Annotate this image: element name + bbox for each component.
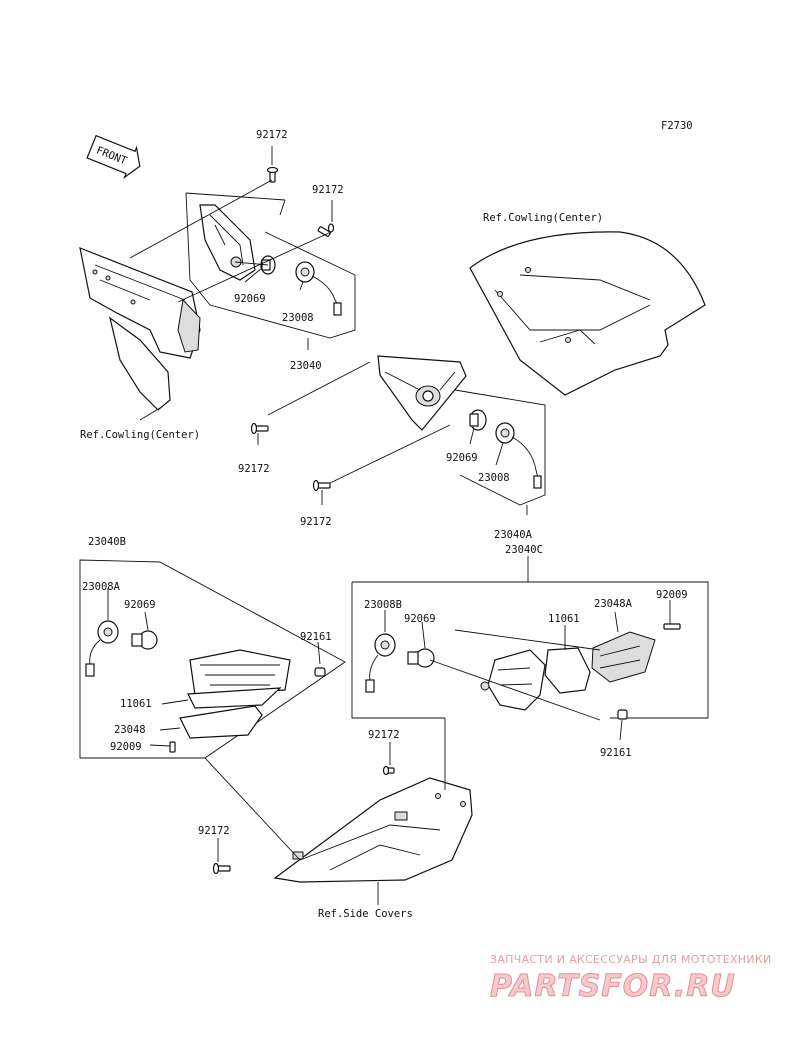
label-ref-cowling-right: Ref.Cowling(Center) [483, 212, 603, 224]
label-92069-c: 92069 [124, 599, 156, 611]
screw-92172-e [382, 765, 395, 776]
front-arrow-icon: FRONT [86, 134, 141, 180]
screw-92172-d [312, 479, 331, 492]
label-23048: 23048 [114, 724, 146, 736]
right-cowling-ref [469, 231, 706, 396]
assembly-box-23040c [351, 581, 709, 719]
nut-92161-a [314, 667, 326, 677]
label-23008-b: 23008 [478, 472, 510, 484]
assembly-box-23040 [185, 192, 356, 339]
label-ref-cowling-left: Ref.Cowling(Center) [80, 429, 200, 441]
left-cowling-ref [79, 247, 201, 411]
right-signal-lens-housing [480, 649, 546, 711]
nut-92161-b [617, 709, 628, 720]
gasket-11061-a [187, 687, 282, 709]
lens-23048 [179, 705, 263, 739]
screw-92172-f [212, 862, 231, 875]
assembly-box-23040b [79, 559, 346, 759]
bulb-92069-b [469, 409, 487, 431]
label-23008a: 23008A [82, 581, 121, 593]
label-23040b: 23040B [88, 536, 126, 548]
label-23008b: 23008B [364, 599, 402, 611]
label-92172-f: 92172 [198, 825, 230, 837]
label-23048a: 23048A [594, 598, 633, 610]
label-92172-d: 92172 [300, 516, 332, 528]
label-11061-b: 11061 [548, 613, 580, 625]
lens-23048a [591, 631, 656, 683]
side-cover-ref [273, 777, 473, 883]
label-92172-c: 92172 [238, 463, 270, 475]
label-92172-b: 92172 [312, 184, 344, 196]
socket-23008-b [495, 422, 542, 489]
screw-92172-a [266, 166, 279, 183]
label-92069-a: 92069 [234, 293, 266, 305]
label-92161-b: 92161 [600, 747, 632, 759]
middle-signal-housing [377, 355, 467, 431]
label-23008-a: 23008 [282, 312, 314, 324]
label-92172-e: 92172 [368, 729, 400, 741]
label-ref-side-covers: Ref.Side Covers [318, 908, 413, 920]
label-92069-b: 92069 [446, 452, 478, 464]
label-23040c: 23040C [505, 544, 543, 556]
label-92172-a: 92172 [256, 129, 288, 141]
bulb-92069-d [407, 648, 435, 668]
label-92009-a: 92009 [110, 741, 142, 753]
socket-23008-a [295, 261, 342, 316]
label-23040a: 23040A [494, 529, 533, 541]
watermark-logo: PARTSFOR.RU [490, 969, 736, 1004]
socket-23008b [365, 633, 396, 693]
assembly-box-23040a [267, 361, 546, 506]
watermark-tagline: ЗАПЧАСТИ И АКСЕССУАРЫ ДЛЯ МОТОТЕХНИКИ [490, 953, 772, 966]
screw-92009-b [663, 623, 681, 630]
socket-23008a [85, 620, 119, 677]
bulb-92069-c [131, 630, 158, 650]
label-92009-b: 92009 [656, 589, 688, 601]
label-92069-d: 92069 [404, 613, 436, 625]
screw-92172-c [250, 422, 269, 435]
left-signal-lens-housing [189, 649, 291, 696]
figure-code: F2730 [661, 120, 693, 132]
screw-92009-a [169, 741, 176, 753]
gasket-11061-b [544, 647, 591, 694]
label-23040: 23040 [290, 360, 322, 372]
label-11061-a: 11061 [120, 698, 152, 710]
label-92161-a: 92161 [300, 631, 332, 643]
